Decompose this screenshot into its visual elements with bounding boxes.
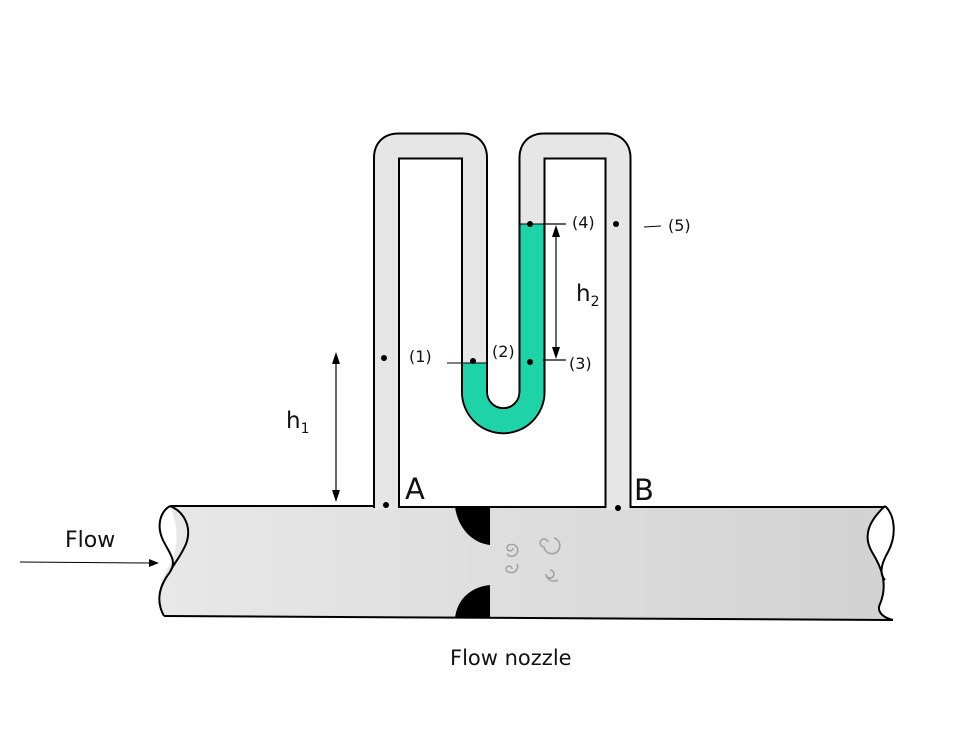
point-3-label: (3) — [569, 354, 592, 373]
flow-nozzle — [455, 507, 490, 618]
pipe-right-cut-end — [866, 505, 895, 621]
point-2-dot — [470, 358, 476, 364]
h1-label: h1 — [286, 408, 310, 437]
eddy-icon — [545, 569, 559, 582]
h2-subscript: 2 — [591, 294, 600, 310]
arrowhead-up-icon — [332, 352, 340, 364]
point-4-label: (4) — [572, 213, 595, 232]
point-2-label: (2) — [492, 342, 515, 361]
arrowhead-down-icon — [332, 490, 340, 502]
point-1-label: (1) — [409, 347, 432, 366]
point-5-dot — [613, 221, 619, 227]
arrowhead-down-icon — [552, 347, 560, 359]
tap-a-label: A — [405, 472, 425, 506]
h1-subscript: 1 — [301, 421, 310, 437]
point-1-dot — [381, 355, 387, 361]
manometer-tubing — [373, 132, 632, 510]
tap-b-dot — [615, 505, 621, 511]
h2-label: h2 — [576, 281, 600, 310]
nozzle-label: Flow nozzle — [450, 646, 572, 670]
nozzle-lower-lip — [455, 585, 490, 618]
tube-outline — [373, 132, 632, 508]
point-3-dot — [527, 359, 533, 365]
point-5-leader — [643, 225, 662, 228]
point-4-dot — [527, 221, 533, 227]
point-5-label: (5) — [668, 216, 691, 235]
h1-base: h — [286, 408, 301, 434]
h1-dimension — [332, 352, 340, 502]
pipe-bottom-edge — [163, 615, 894, 621]
pipe-body — [159, 506, 893, 620]
tap-a-dot — [383, 502, 389, 508]
eddy-icon — [505, 563, 519, 574]
measurement-points — [381, 221, 621, 511]
tube-interior — [375, 134, 630, 510]
h2-base: h — [576, 281, 591, 307]
eddies — [505, 537, 561, 582]
pipe-left-cut-end — [158, 505, 190, 617]
manometer-fluid — [463, 224, 544, 433]
tap-b-label: B — [634, 473, 654, 507]
nozzle-upper-lip — [455, 507, 490, 545]
arrowhead-up-icon — [552, 225, 560, 237]
arrowhead-right-icon — [149, 559, 159, 567]
pipe — [158, 505, 895, 621]
flow-arrow — [19, 559, 159, 567]
flow-label: Flow — [65, 528, 115, 553]
eddy-icon — [539, 537, 561, 555]
h2-dimension — [543, 223, 566, 361]
eddy-icon — [506, 543, 519, 558]
